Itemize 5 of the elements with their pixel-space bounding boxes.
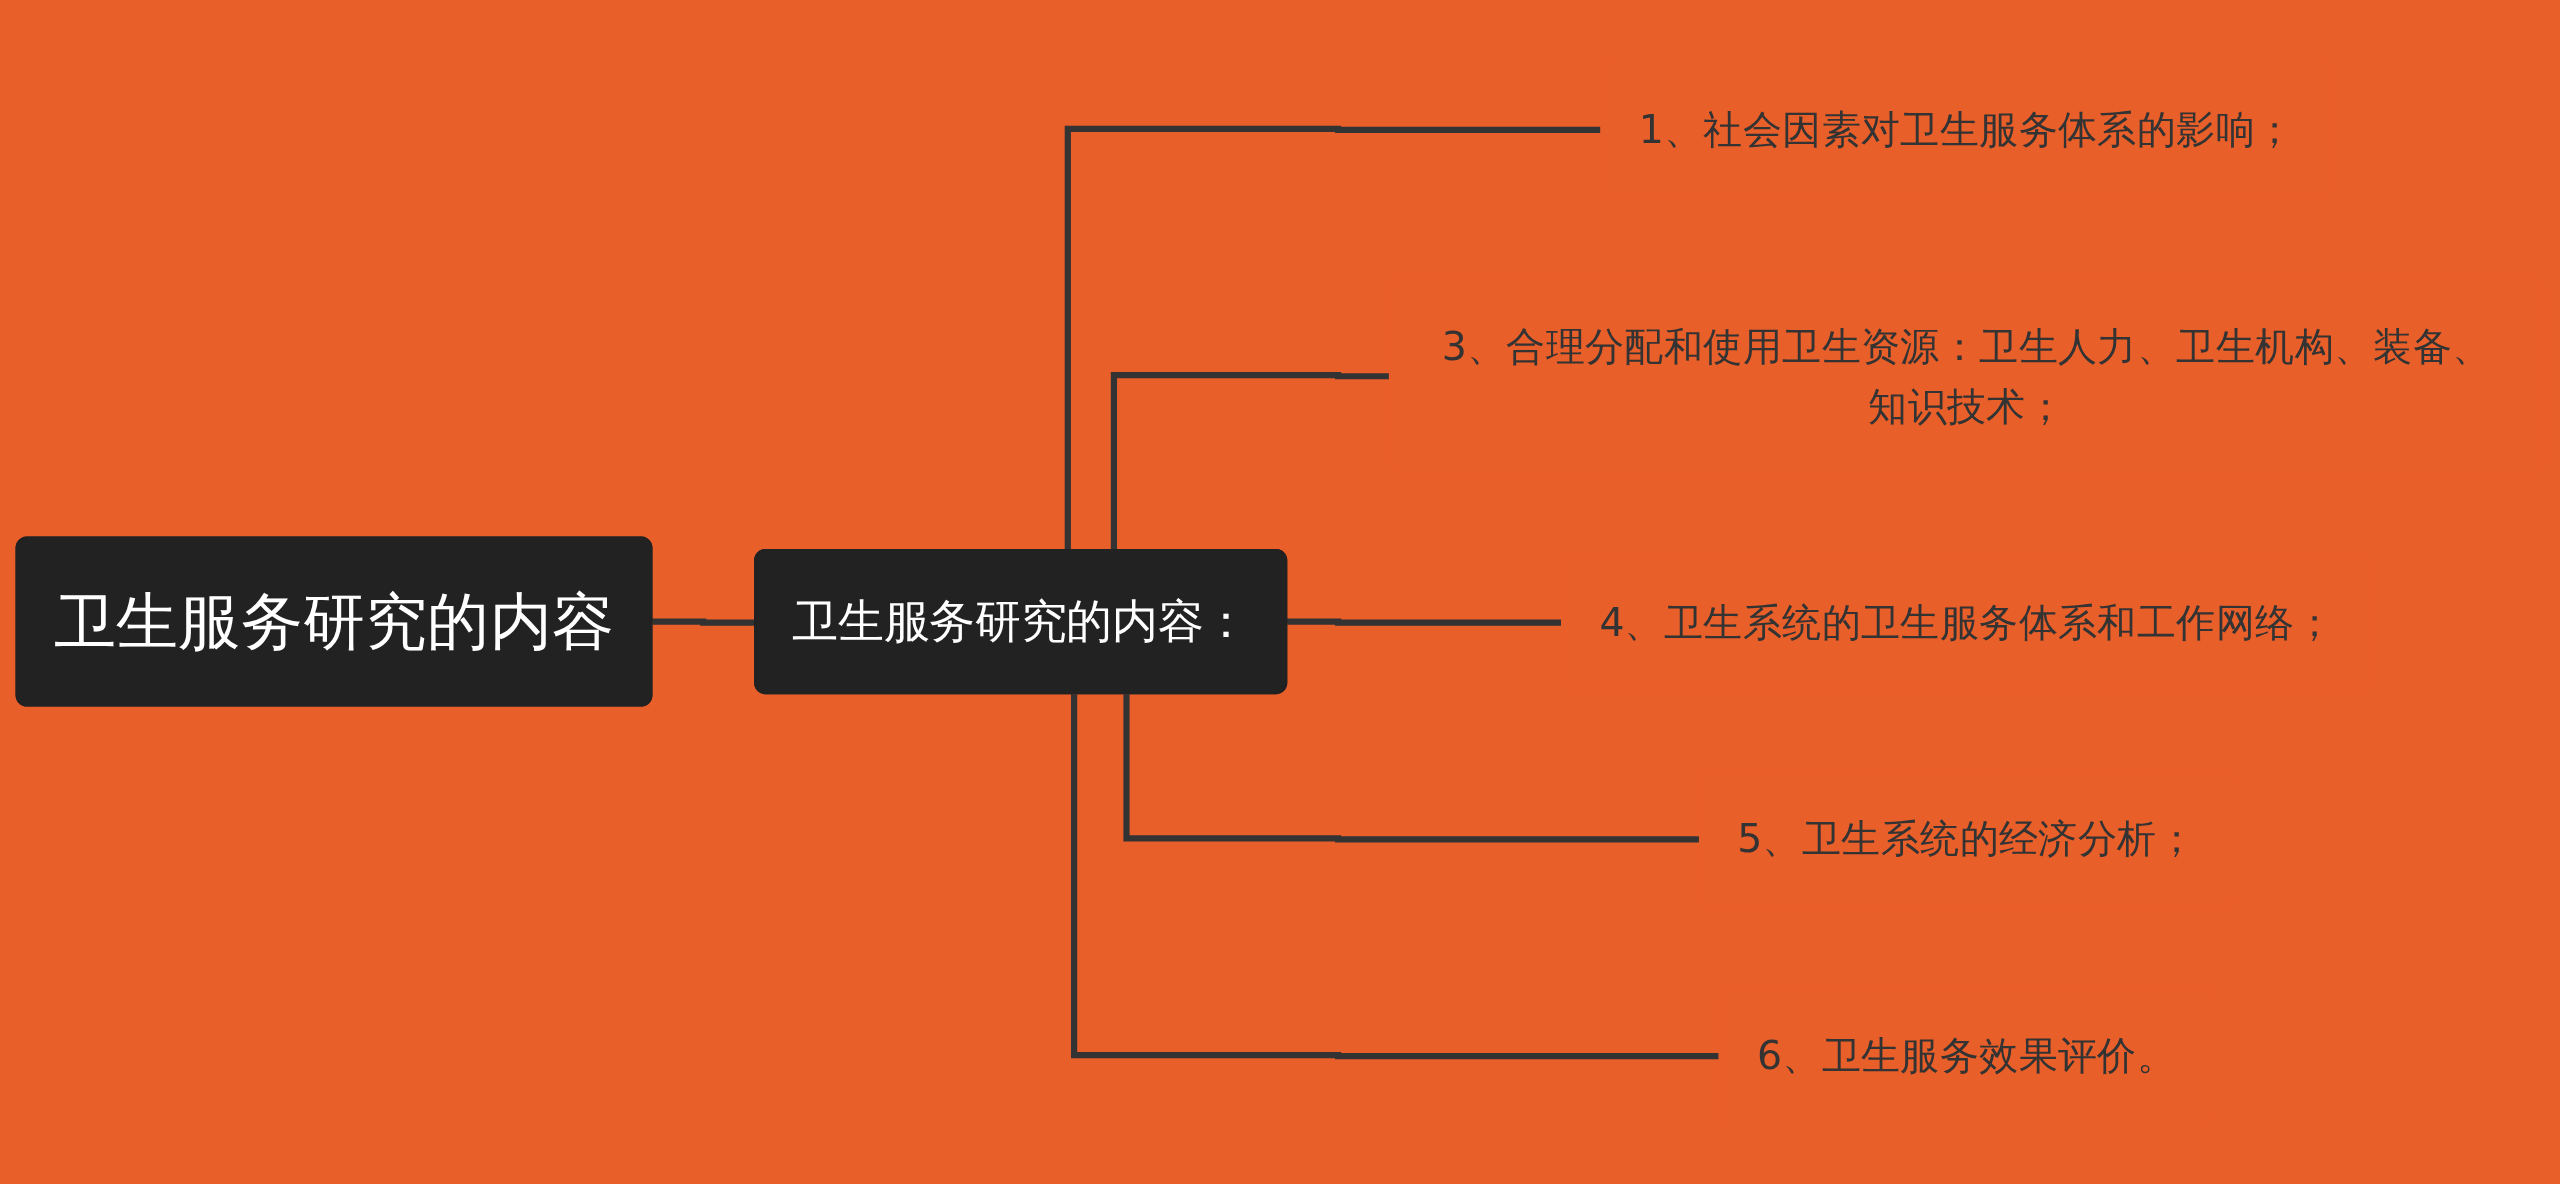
node-text: 5、卫生系统的经济分析； (1737, 815, 2197, 861)
node-text: 1、社会因素对卫生服务体系的影响； (1638, 105, 2295, 152)
node-text: 3、合理分配和使用卫生资源：卫生人力、卫生机构、装备、知识技术； (1441, 322, 2492, 428)
node-text: 4、卫生系统的卫生服务体系和工作网络； (1599, 598, 2334, 644)
node-text: 6、卫生服务效果评价。 (1757, 1031, 2177, 1078)
